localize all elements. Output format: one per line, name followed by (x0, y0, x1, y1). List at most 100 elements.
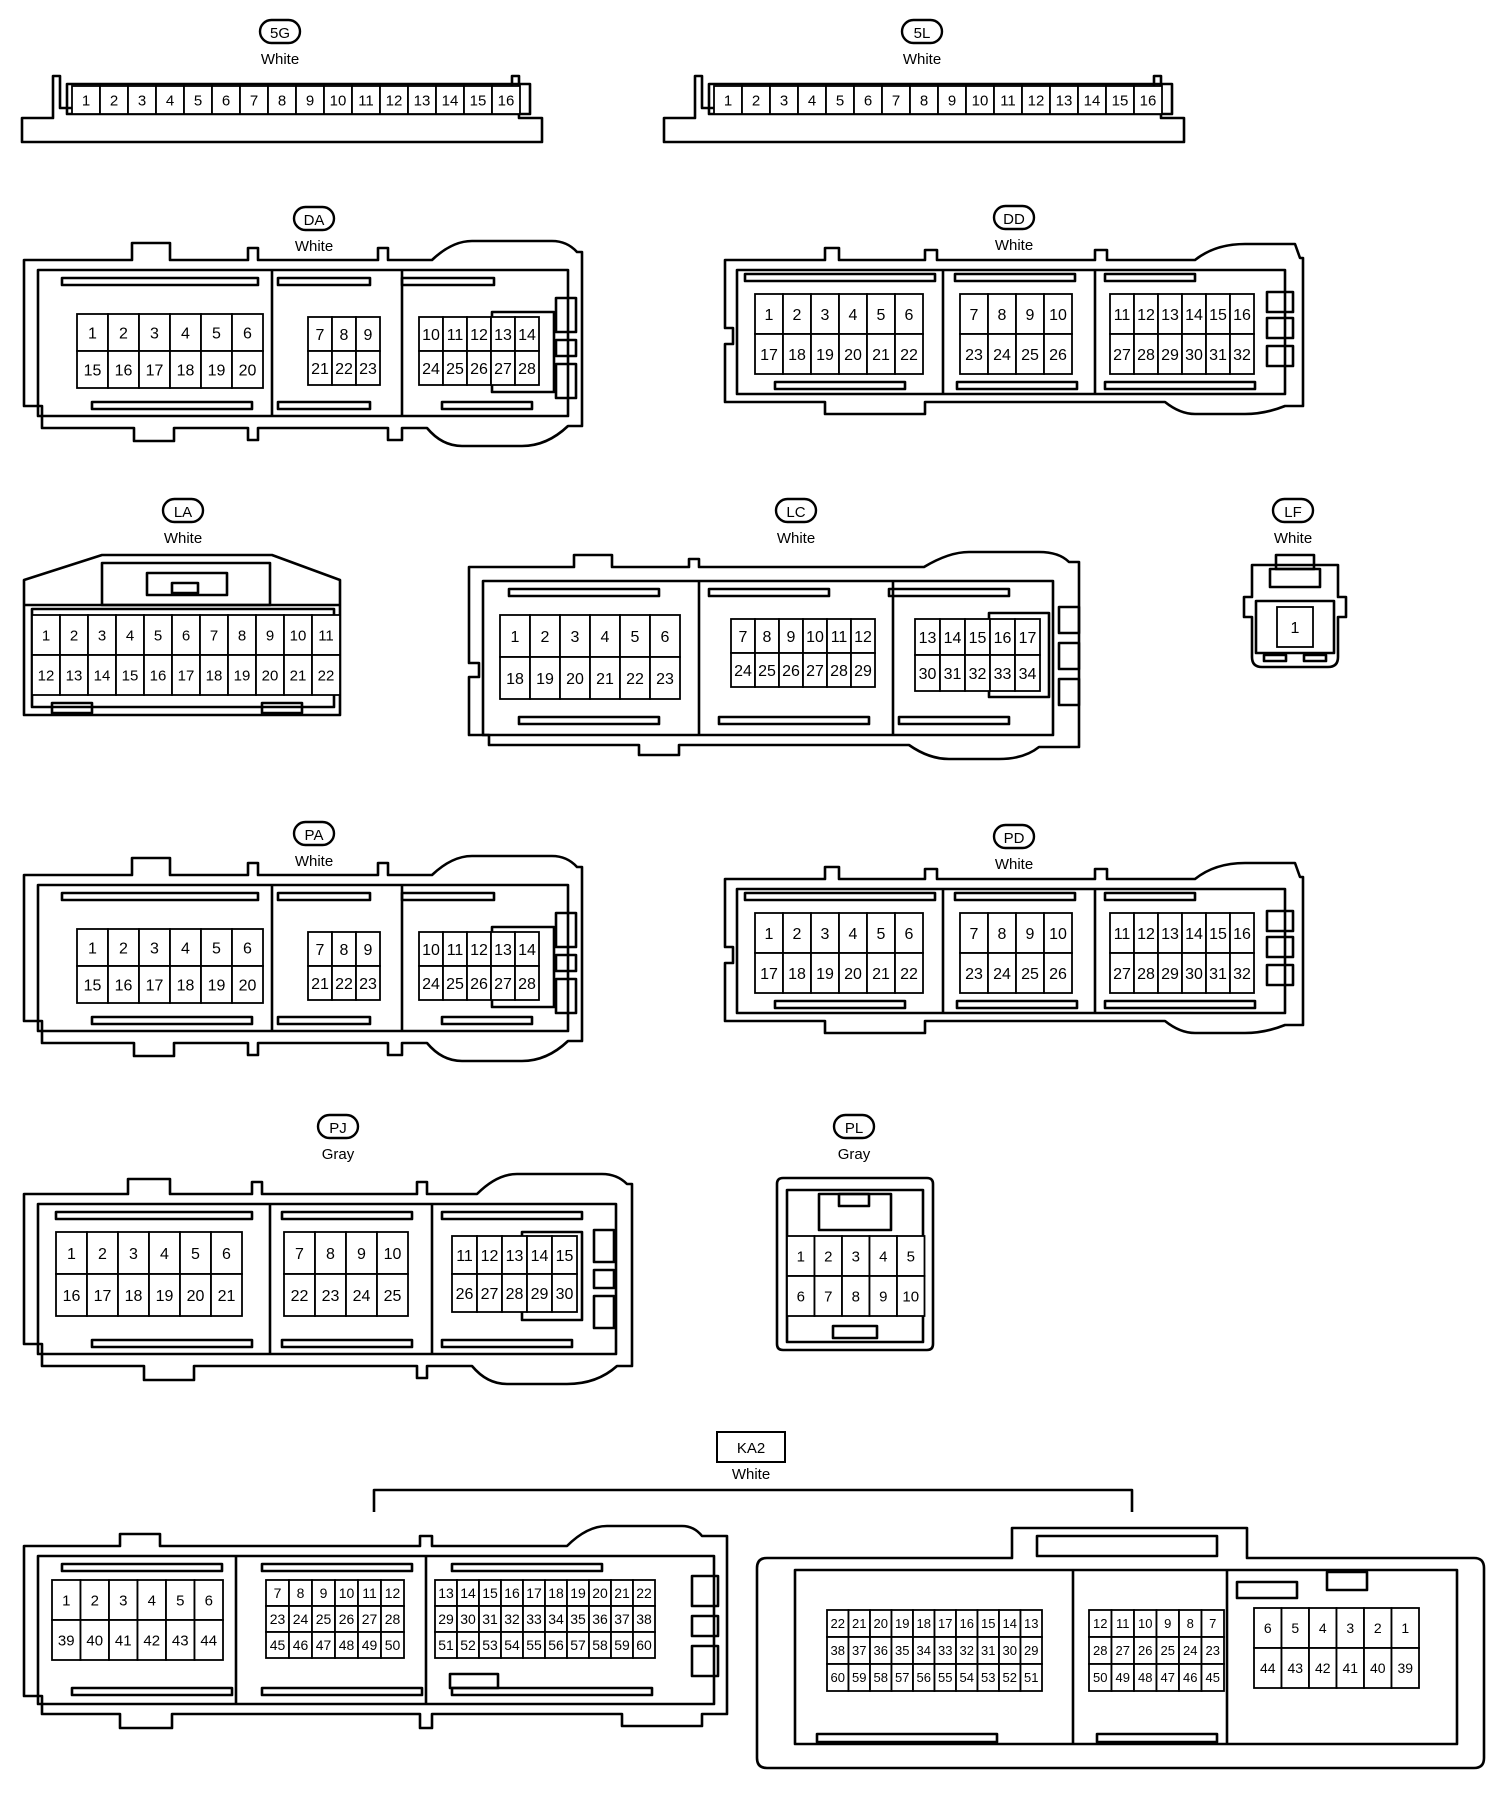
slot-bar (440, 1338, 574, 1349)
pin-number: 30 (1003, 1643, 1017, 1658)
connector-code-text: PA (305, 827, 324, 844)
pin-number: 13 (506, 1248, 524, 1265)
pin-number: 41 (1342, 1660, 1358, 1676)
pin-cavity (589, 656, 621, 700)
pin-number: 14 (1185, 926, 1203, 943)
pin-cavity (210, 1273, 243, 1317)
pin-number: 46 (293, 1637, 309, 1653)
pin-number: 21 (218, 1288, 236, 1305)
pin-number: 43 (172, 1632, 189, 1649)
pin-number: 18 (125, 1288, 143, 1305)
pin-number: 42 (143, 1632, 160, 1649)
connector-color-text: White (732, 1466, 770, 1483)
pin-number: 28 (506, 1286, 524, 1303)
lock-tab (690, 1644, 720, 1678)
pin-number: 1 (511, 629, 520, 646)
pin-number: 50 (385, 1637, 401, 1653)
housing-inner (36, 268, 570, 418)
pin-number: 11 (1114, 926, 1131, 943)
pin-number: 17 (1019, 630, 1037, 647)
connector-code-badge (292, 820, 336, 847)
pin-cavity (55, 1273, 88, 1317)
pin-number: 23 (1206, 1643, 1220, 1658)
slot-bar (260, 701, 304, 715)
pin-cavity (838, 333, 868, 375)
slot-bar (260, 1562, 414, 1573)
pin-cavity (499, 656, 531, 700)
pin-cavity (881, 85, 911, 115)
pin-number: 21 (311, 361, 329, 378)
lock-tab (554, 953, 578, 973)
pin-number: 10 (806, 629, 824, 646)
pin-number: 26 (339, 1611, 355, 1627)
pin-cavity (939, 618, 966, 656)
connector-code-box (716, 1431, 786, 1463)
pin-number: 5 (877, 307, 886, 324)
pin-number: 15 (1112, 92, 1129, 109)
pin-cavity (1019, 1663, 1043, 1692)
pin-cavity (199, 614, 229, 656)
pin-number: 14 (944, 630, 962, 647)
pin-number: 4 (181, 940, 190, 957)
pin-number: 58 (874, 1670, 888, 1685)
pin-cavity (987, 952, 1017, 994)
pin-number: 16 (1233, 307, 1251, 324)
pin-number: 8 (1187, 1616, 1194, 1631)
pin-number: 10 (339, 1585, 355, 1601)
pin-cavity (802, 652, 828, 688)
housing-inner (793, 1568, 1459, 1746)
pin-number: 41 (115, 1632, 132, 1649)
pin-cavity (200, 928, 233, 967)
slot-bar (60, 891, 260, 902)
pin-cavity (1015, 333, 1045, 375)
pin-number: 56 (548, 1637, 564, 1653)
pin-cavity (490, 965, 516, 1001)
pin-cavity (959, 952, 989, 994)
pin-number: 49 (1116, 1670, 1130, 1685)
pin-number: 4 (808, 92, 816, 109)
pin-number: 9 (364, 942, 373, 959)
pin-number: 24 (293, 1611, 309, 1627)
pin-number: 13 (1056, 92, 1073, 109)
pin-number: 11 (318, 627, 334, 644)
pin-number: 3 (129, 1246, 138, 1263)
pin-number: 9 (306, 92, 314, 109)
pin-number: 3 (1346, 1620, 1354, 1636)
pin-cavity (79, 1619, 110, 1661)
pin-cavity (380, 1631, 405, 1659)
pin-number: 1 (1401, 1620, 1409, 1636)
pin-number: 7 (316, 942, 325, 959)
pin-number: 12 (1093, 1616, 1107, 1631)
pin-number: 31 (1209, 966, 1227, 983)
pin-number: 15 (470, 92, 487, 109)
pin-number: 12 (470, 327, 488, 344)
pin-cavity (355, 931, 381, 967)
pin-number: 30 (1185, 347, 1203, 364)
pin-frame (1254, 599, 1336, 655)
pin-number: 16 (1233, 926, 1251, 943)
pin-number: 18 (177, 977, 195, 994)
pin-number: 21 (290, 667, 307, 684)
pin-cavity (311, 614, 341, 656)
connector-color-text: White (995, 237, 1033, 254)
pin-number: 4 (181, 325, 190, 342)
pin-number: 1 (724, 92, 732, 109)
pin-cavity (1229, 293, 1255, 335)
pin-number: 7 (295, 1246, 304, 1263)
pin-number: 57 (570, 1637, 586, 1653)
pin-number: 28 (1137, 347, 1155, 364)
pin-cavity (1157, 952, 1183, 994)
pin-number: 19 (536, 671, 554, 688)
connector-color-text: White (164, 530, 202, 547)
